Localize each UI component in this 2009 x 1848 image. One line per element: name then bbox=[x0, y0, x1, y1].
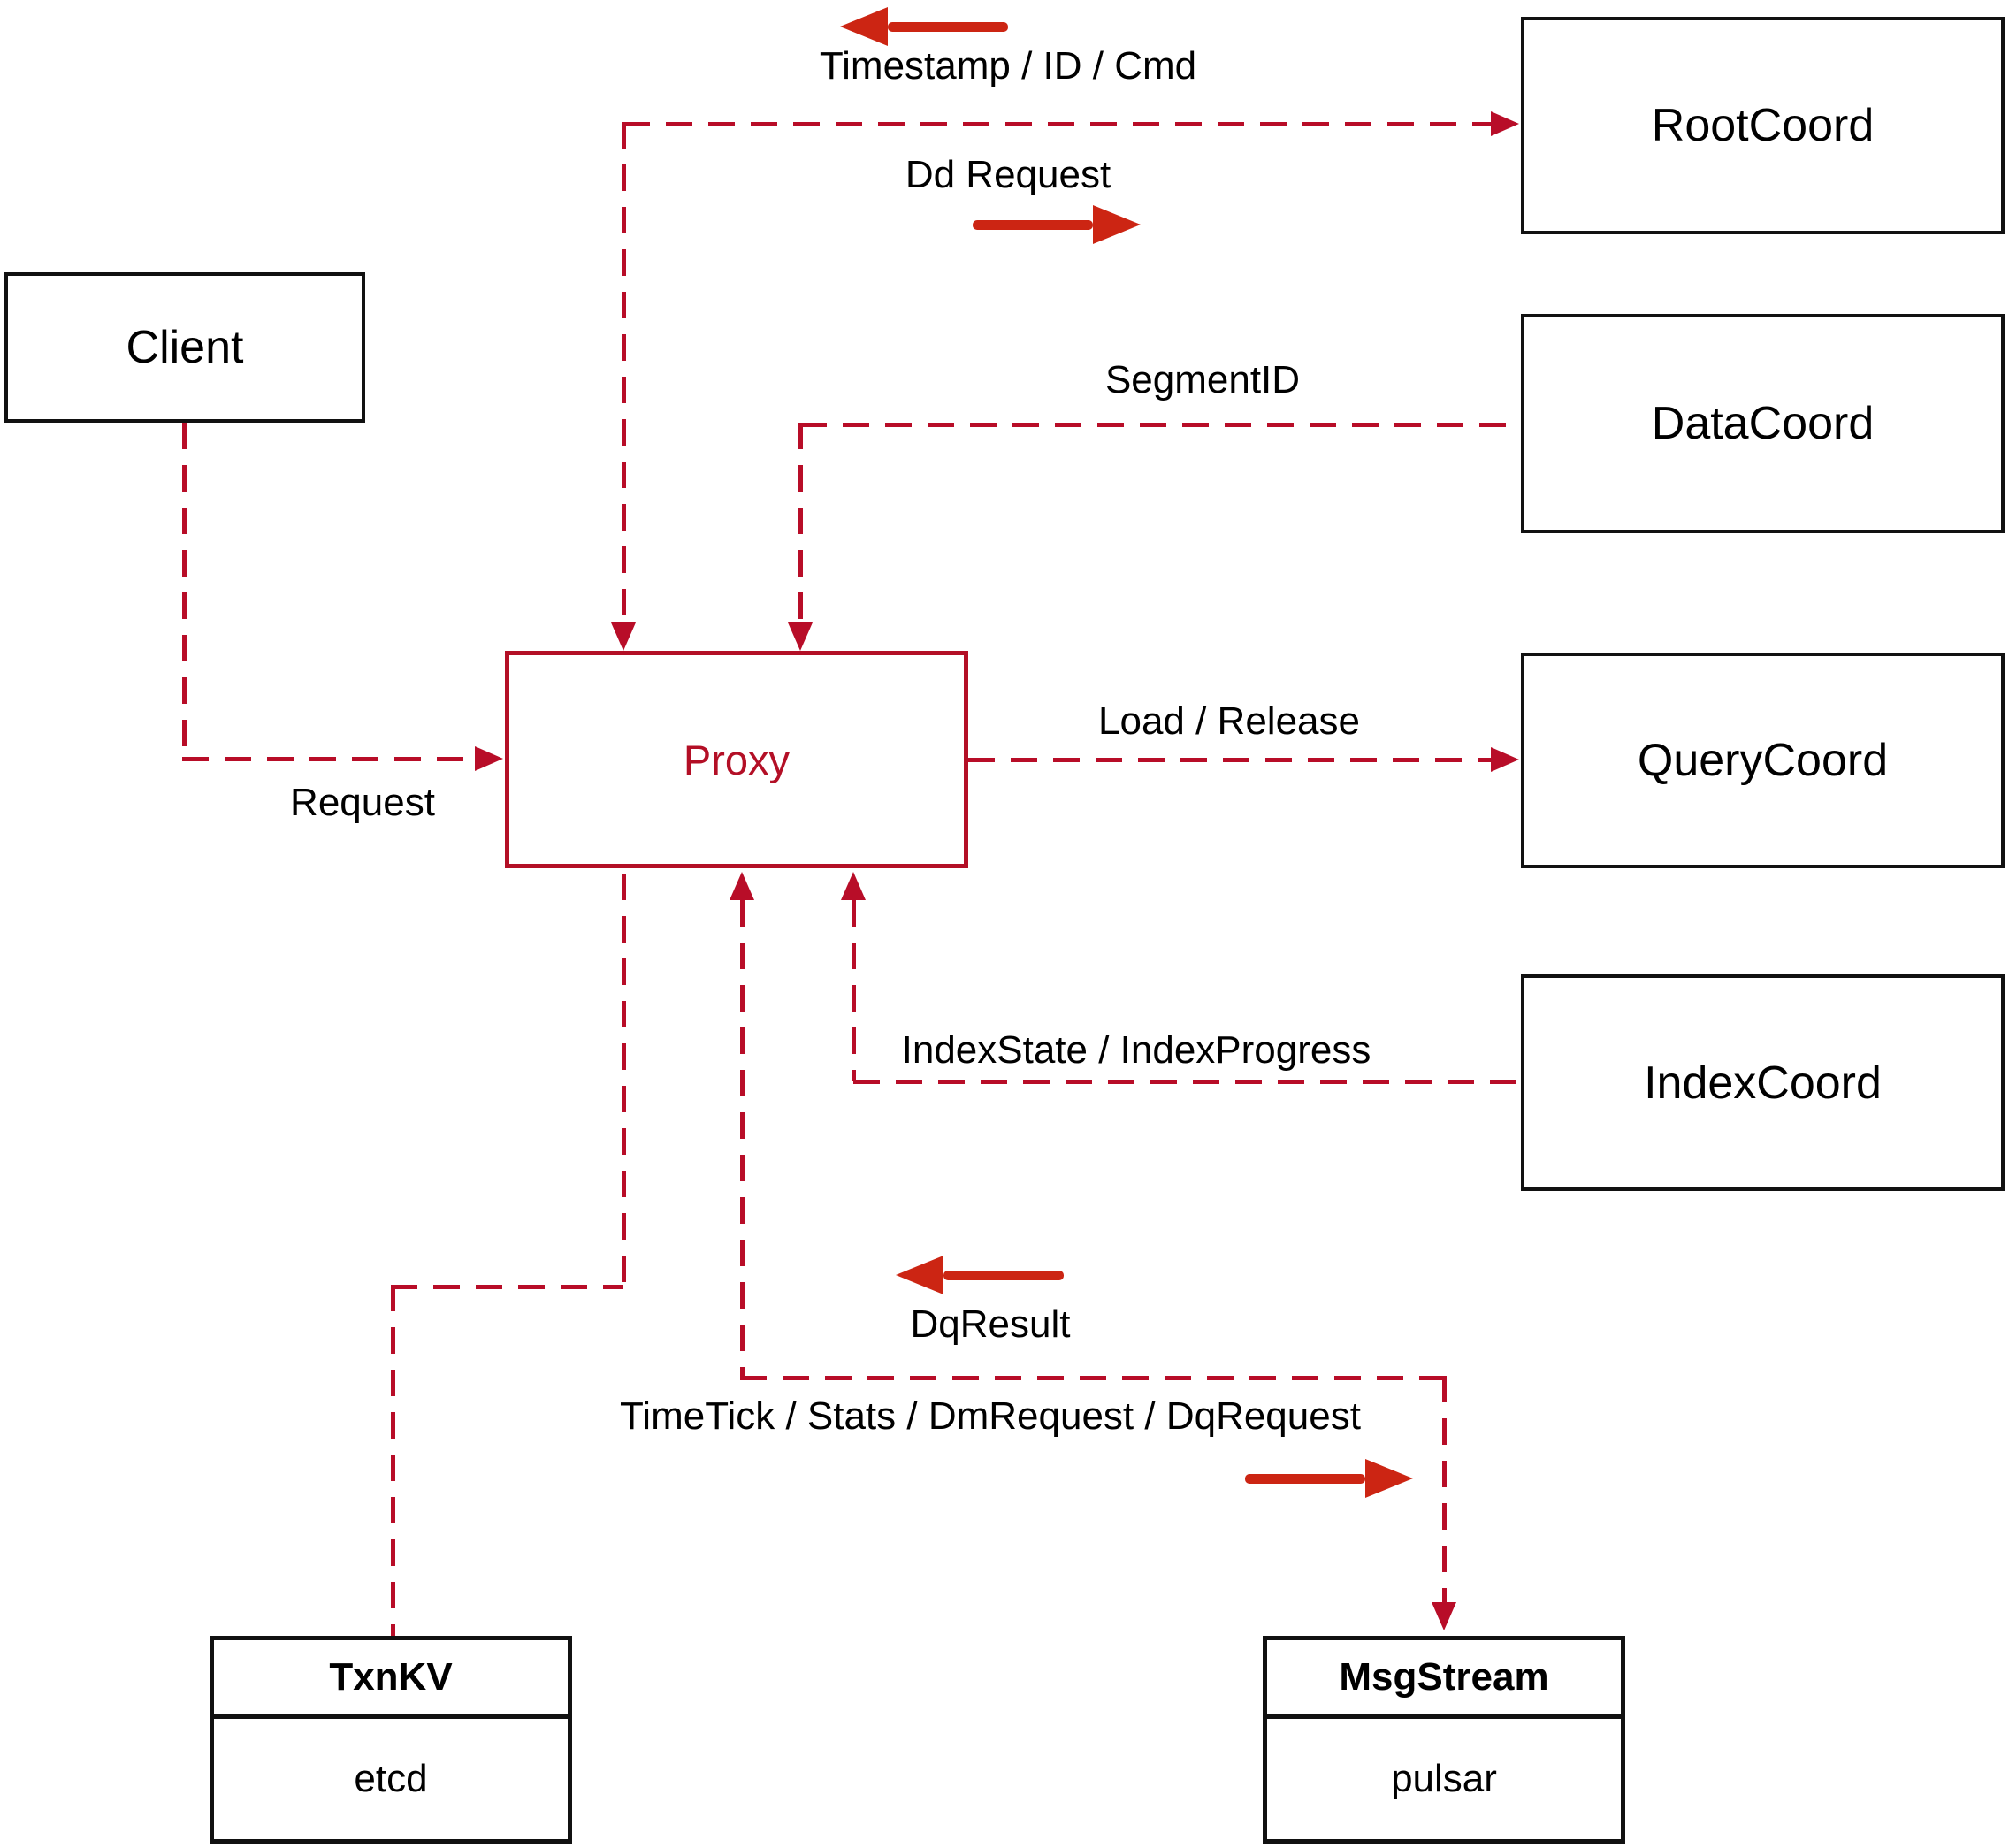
edge-proxy-txnkv-vertical-upper bbox=[622, 874, 626, 1287]
txnkv-node-title: TxnKV bbox=[214, 1640, 568, 1719]
edge-proxy-msgstream-horizontal bbox=[740, 1376, 1446, 1380]
edge-client-proxy-vertical bbox=[182, 423, 187, 759]
edge-proxy-rootcoord-horizontal bbox=[623, 122, 1494, 126]
edge-datacoord-proxy-horizontal bbox=[800, 423, 1521, 427]
edge-proxy-msgstream-vertical-lower bbox=[1442, 1376, 1447, 1604]
arrow-shaft bbox=[973, 219, 1093, 230]
arrow-shaft bbox=[1245, 1473, 1365, 1484]
edge-label-index-state: IndexState / IndexProgress bbox=[901, 1028, 1371, 1072]
client-node: Client bbox=[4, 272, 365, 423]
edge-label-dq-result: DqResult bbox=[910, 1302, 1071, 1346]
arrowhead-into-msgstream-icon bbox=[1432, 1602, 1456, 1630]
edge-label-request: Request bbox=[290, 781, 435, 824]
proxy-node: Proxy bbox=[505, 651, 968, 868]
indexcoord-node: IndexCoord bbox=[1521, 974, 2005, 1191]
querycoord-node: QueryCoord bbox=[1521, 653, 2005, 868]
edge-label-timestamp-id-cmd: Timestamp / ID / Cmd bbox=[819, 44, 1197, 88]
rootcoord-node: RootCoord bbox=[1521, 17, 2005, 234]
proxy-node-label: Proxy bbox=[683, 736, 791, 783]
timestamp-direction-left-arrow-icon bbox=[840, 7, 1008, 46]
arrowhead-into-proxy-top-right-icon bbox=[788, 622, 813, 651]
right-arrowhead-icon bbox=[1093, 205, 1141, 244]
edge-proxy-rootcoord-vertical bbox=[622, 122, 626, 624]
right-arrowhead-icon bbox=[1365, 1459, 1413, 1498]
arrowhead-into-proxy-bottom-left-icon bbox=[730, 872, 754, 900]
arrowhead-into-proxy-bottom-right-icon bbox=[841, 872, 866, 900]
client-node-label: Client bbox=[126, 322, 244, 373]
arrowhead-into-proxy-left-icon bbox=[475, 746, 503, 771]
arrowhead-into-rootcoord-icon bbox=[1491, 111, 1519, 136]
edge-proxy-msgstream-vertical-upper bbox=[740, 900, 745, 1378]
datacoord-node-label: DataCoord bbox=[1651, 398, 1875, 449]
edge-client-proxy-horizontal bbox=[182, 757, 474, 761]
edge-indexcoord-proxy-vertical bbox=[852, 900, 856, 1081]
edge-label-time-tick: TimeTick / Stats / DmRequest / DqRequest bbox=[620, 1394, 1361, 1438]
msgstream-node-title: MsgStream bbox=[1267, 1640, 1621, 1719]
edge-datacoord-proxy-vertical bbox=[798, 423, 803, 624]
querycoord-node-label: QueryCoord bbox=[1637, 735, 1889, 786]
arrowhead-into-querycoord-icon bbox=[1491, 747, 1519, 772]
indexcoord-node-label: IndexCoord bbox=[1644, 1057, 1882, 1109]
edge-label-dd-request: Dd Request bbox=[905, 153, 1111, 196]
arrowhead-into-proxy-top-left-icon bbox=[611, 622, 636, 651]
arrow-shaft bbox=[943, 1270, 1064, 1280]
txnkv-node: TxnKV etcd bbox=[210, 1636, 572, 1844]
edge-label-load-release: Load / Release bbox=[1098, 699, 1360, 743]
txnkv-node-value: etcd bbox=[354, 1757, 428, 1800]
left-arrowhead-icon bbox=[840, 7, 888, 46]
edge-proxy-txnkv-horizontal bbox=[391, 1285, 623, 1289]
timetick-direction-right-arrow-icon bbox=[1245, 1459, 1413, 1498]
edge-proxy-txnkv-vertical-lower bbox=[391, 1285, 395, 1636]
arrow-shaft bbox=[888, 21, 1008, 32]
dd-request-direction-right-arrow-icon bbox=[973, 205, 1141, 244]
edge-label-segment-id: SegmentID bbox=[1104, 358, 1301, 401]
dq-result-direction-left-arrow-icon bbox=[896, 1256, 1064, 1294]
rootcoord-node-label: RootCoord bbox=[1651, 100, 1875, 151]
edge-proxy-querycoord bbox=[968, 758, 1491, 762]
edge-indexcoord-proxy-horizontal bbox=[853, 1080, 1522, 1084]
msgstream-node-value: pulsar bbox=[1391, 1757, 1497, 1800]
left-arrowhead-icon bbox=[896, 1256, 943, 1294]
msgstream-node: MsgStream pulsar bbox=[1263, 1636, 1625, 1844]
datacoord-node: DataCoord bbox=[1521, 314, 2005, 533]
